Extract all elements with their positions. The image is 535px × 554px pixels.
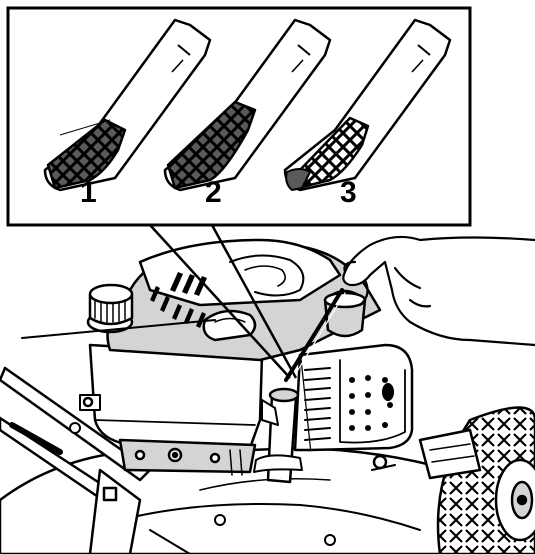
inset-callout: 1 2 3 [6, 6, 472, 379]
dipstick-level-2 [163, 18, 332, 192]
engine-shroud [106, 238, 382, 362]
mower-handle [0, 366, 191, 554]
engine-icon [79, 343, 264, 476]
dipstick-level-3 [283, 18, 452, 192]
callout-connector-right [210, 224, 298, 379]
fuel-cap-icon [86, 283, 134, 334]
callout-line [21, 319, 216, 339]
dipstick-icon [253, 288, 346, 484]
level-label-3: 3 [340, 176, 357, 209]
dipstick-level-1 [43, 18, 212, 192]
mower-engine-scene [0, 235, 535, 554]
deck-fasteners [69, 422, 336, 546]
level-label-2: 2 [205, 176, 222, 209]
hand-icon [342, 235, 535, 347]
level-label-1: 1 [80, 176, 97, 209]
wheel-icon [371, 406, 535, 554]
callout-connector-left [149, 224, 291, 379]
